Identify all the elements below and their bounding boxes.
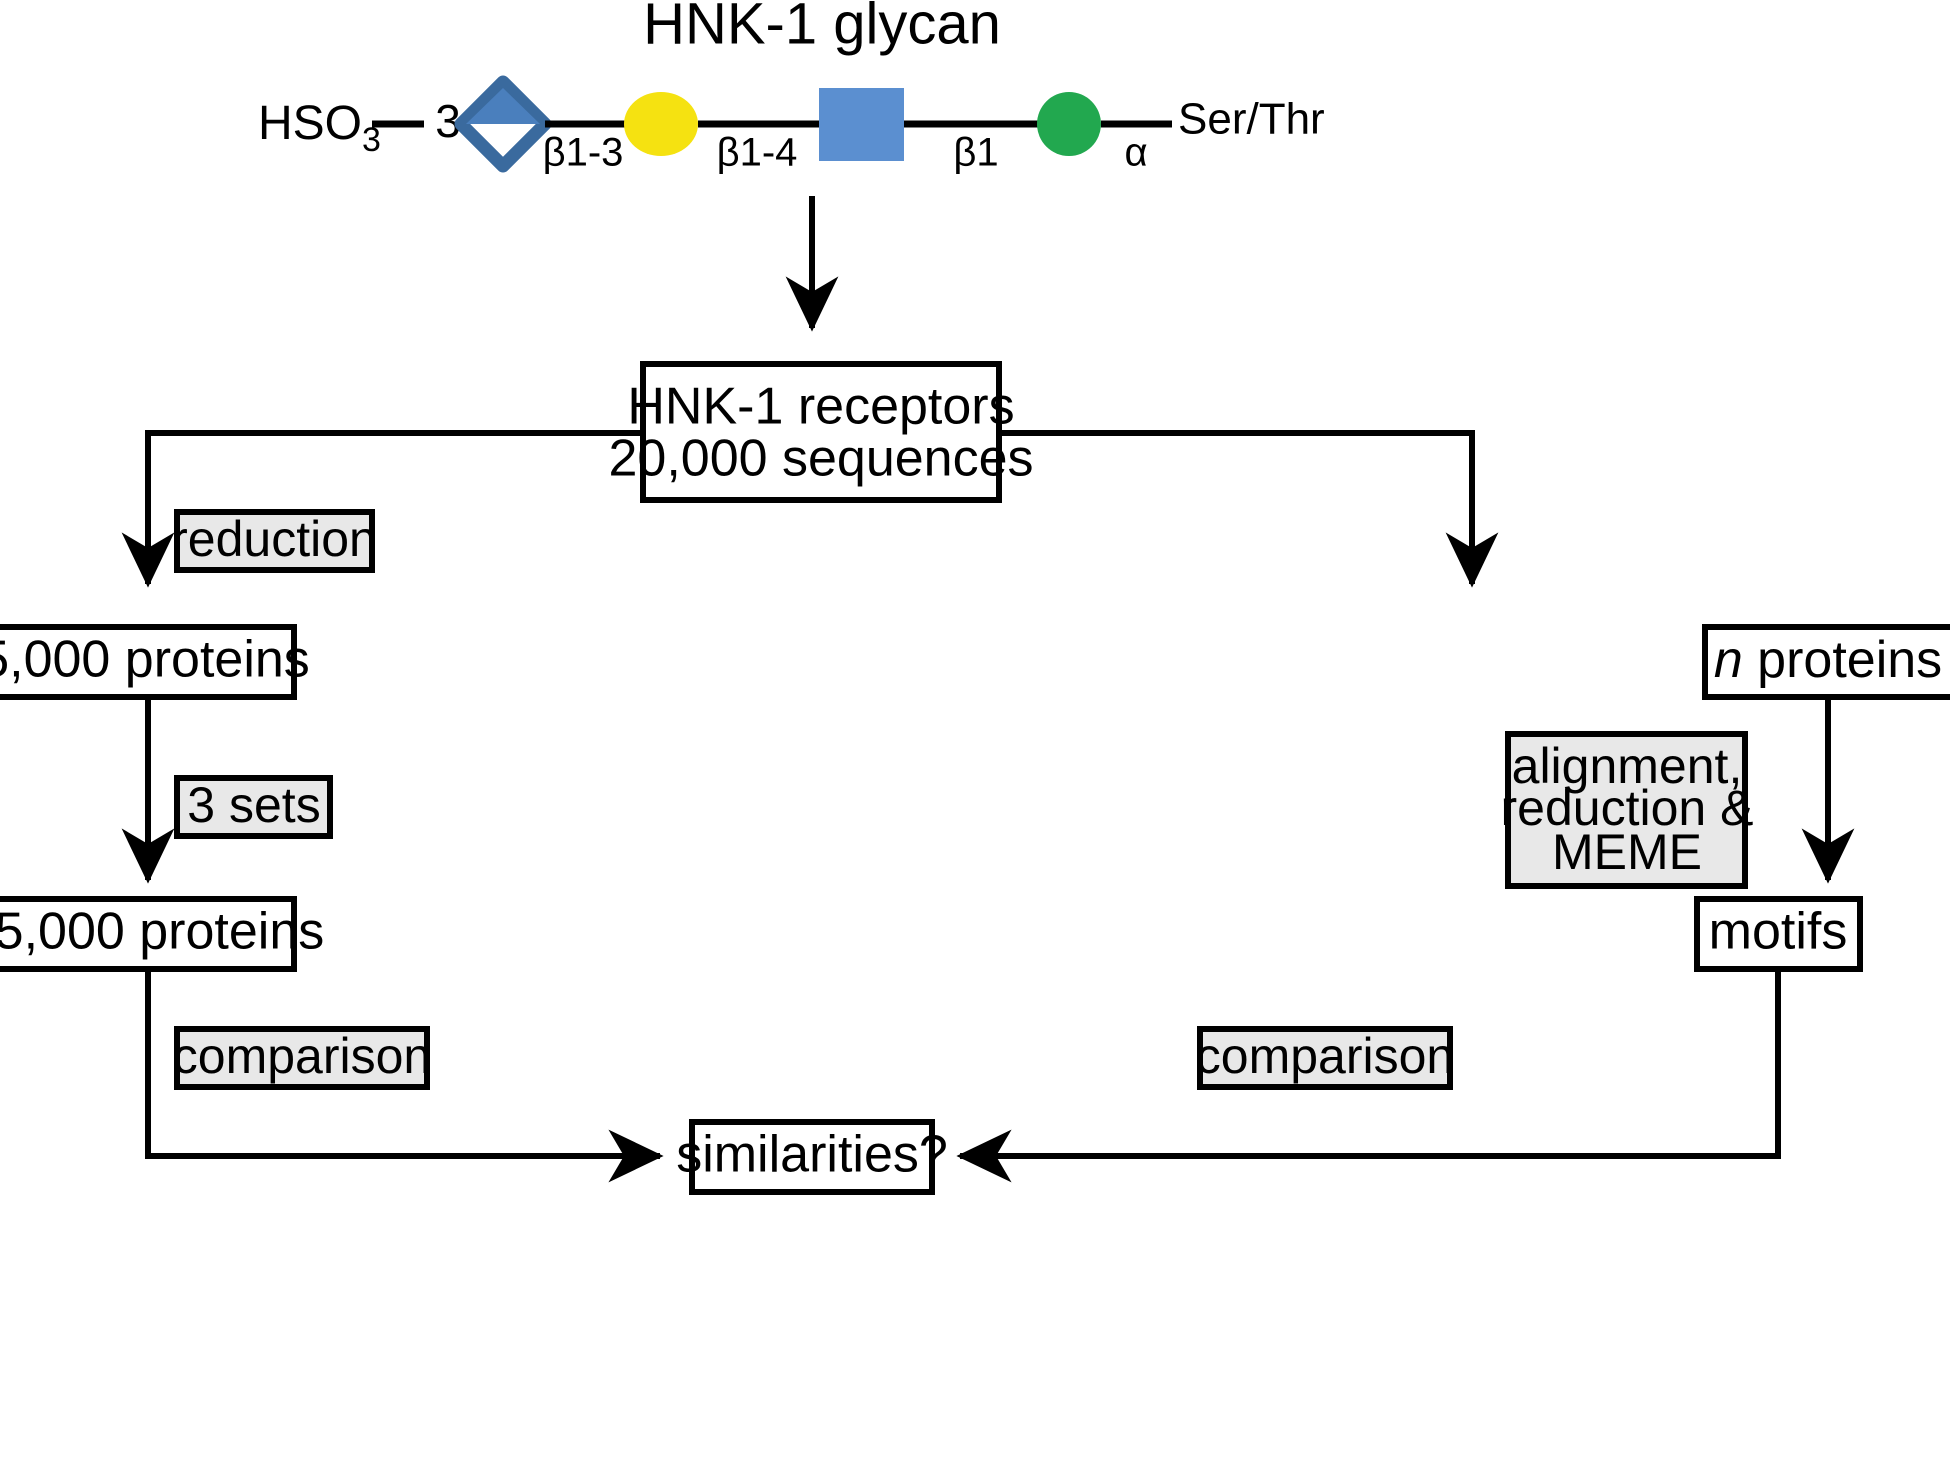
linkage-label-b1-4: β1-4 bbox=[717, 131, 798, 175]
serthr-label: Ser/Thr bbox=[1178, 95, 1325, 144]
linkage-label-alpha: α bbox=[1124, 131, 1147, 175]
box-motifs: motifs bbox=[1694, 896, 1863, 972]
galactose-icon bbox=[624, 92, 698, 156]
tag-3-sets: 3 sets bbox=[174, 775, 333, 839]
source-box: HNK-1 receptors 20,000 sequences bbox=[608, 361, 1034, 503]
connector-15000-to-similarities bbox=[145, 969, 664, 1183]
box-similarities-label: similarities? bbox=[676, 1126, 948, 1184]
tag-alignment-line3: MEME bbox=[1552, 824, 1702, 880]
box-15000-proteins-label: 15,000 proteins bbox=[0, 903, 324, 961]
box-15000-proteins: 15,000 proteins bbox=[0, 896, 324, 972]
box-5000-proteins: 5,000 proteins bbox=[0, 624, 310, 700]
box-5000-proteins-label: 5,000 proteins bbox=[0, 631, 310, 689]
connector-source-to-right bbox=[999, 430, 1499, 588]
tag-alignment-reduction-meme: alignment, reduction & MEME bbox=[1501, 731, 1754, 889]
tag-comparison-left-label: comparison bbox=[173, 1028, 431, 1084]
tag-comparison-right: comparison bbox=[1196, 1026, 1454, 1090]
box-n-proteins: n proteins bbox=[1702, 624, 1950, 700]
linkage-label-b1-3: β1-3 bbox=[543, 131, 624, 175]
tag-comparison-right-label: comparison bbox=[1196, 1028, 1454, 1084]
linkage-label-b1: β1 bbox=[953, 131, 998, 175]
connector-source-to-left bbox=[121, 430, 643, 588]
figure-title: HNK-1 glycan bbox=[643, 0, 1001, 56]
connector-motifs-to-similarities bbox=[956, 969, 1781, 1183]
tag-comparison-left: comparison bbox=[173, 1026, 431, 1090]
tag-alignment-line1: alignment, bbox=[1512, 738, 1743, 794]
tag-alignment-line2: reduction & bbox=[1501, 780, 1754, 836]
tag-3-sets-label: 3 sets bbox=[187, 777, 320, 833]
glucuronic-acid-icon bbox=[454, 75, 552, 173]
mannose-icon bbox=[1037, 92, 1101, 156]
source-box-line2: 20,000 sequences bbox=[608, 430, 1033, 488]
box-motifs-label: motifs bbox=[1709, 903, 1848, 961]
box-n-proteins-label: n proteins bbox=[1714, 631, 1942, 689]
sulfate-label: HSO3 bbox=[258, 97, 381, 159]
tag-reduction: reduction bbox=[171, 509, 377, 573]
tag-reduction-label: reduction bbox=[171, 511, 377, 567]
n-acetylglucosamine-icon bbox=[819, 88, 904, 161]
source-box-line1: HNK-1 receptors bbox=[627, 378, 1014, 436]
box-similarities: similarities? bbox=[676, 1119, 948, 1195]
